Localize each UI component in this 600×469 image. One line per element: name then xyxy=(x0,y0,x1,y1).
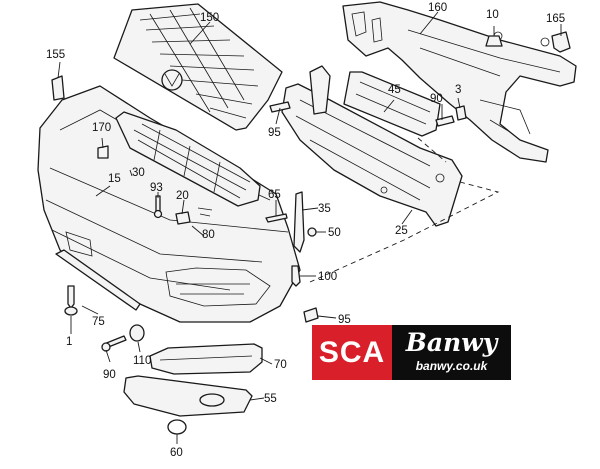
callout-70: 70 xyxy=(274,359,287,371)
guide-45 xyxy=(343,71,441,137)
callout-95a: 95 xyxy=(268,127,281,139)
nut-50 xyxy=(307,227,317,237)
callout-55: 55 xyxy=(264,393,277,405)
banwy-logo: Banwy banwy.co.uk xyxy=(392,325,511,380)
clip-10 xyxy=(485,35,503,47)
callout-160: 160 xyxy=(428,2,447,14)
callout-150: 150 xyxy=(200,12,219,24)
callout-90a: 90 xyxy=(430,93,443,105)
callout-labels: 150 160 10 165 155 45 90 3 170 95 30 15 … xyxy=(46,2,565,459)
sca-logo: SCA xyxy=(312,325,392,380)
callout-60: 60 xyxy=(170,447,183,459)
lower-grille xyxy=(115,111,261,207)
leader-lines xyxy=(57,11,562,444)
callout-20: 20 xyxy=(176,190,189,202)
bracket-155 xyxy=(51,75,65,101)
spoiler-trim xyxy=(55,249,141,311)
callout-155: 155 xyxy=(46,49,65,61)
screw-95b xyxy=(303,307,319,323)
callout-50: 50 xyxy=(328,227,341,239)
bracket-35 xyxy=(293,191,305,253)
callout-1: 1 xyxy=(66,336,72,348)
screw-90a xyxy=(435,115,455,127)
callout-25: 25 xyxy=(395,225,408,237)
clip-3 xyxy=(455,105,467,121)
callout-10: 10 xyxy=(486,9,499,21)
screw-93 xyxy=(155,195,161,213)
callout-165: 165 xyxy=(546,13,565,25)
radiator-grille xyxy=(113,3,283,131)
bracket-165 xyxy=(551,31,571,53)
callout-30: 30 xyxy=(132,167,145,179)
callout-35: 35 xyxy=(318,203,331,215)
screw-95a xyxy=(269,101,291,113)
assembly-line-2 xyxy=(417,137,447,163)
impact-beam xyxy=(281,65,463,227)
callout-110: 110 xyxy=(133,355,151,367)
callout-65: 65 xyxy=(268,189,281,201)
callout-75: 75 xyxy=(92,316,105,328)
callout-95b: 95 xyxy=(338,314,351,326)
fog-lamp-grille xyxy=(149,343,263,375)
callout-93: 93 xyxy=(150,182,163,194)
callout-3: 3 xyxy=(455,84,461,96)
hardware xyxy=(51,75,467,435)
callout-45: 45 xyxy=(388,84,401,96)
callout-15: 15 xyxy=(108,173,121,185)
callout-90b: 90 xyxy=(103,369,116,381)
sca-banwy-logo: SCA Banwy banwy.co.uk xyxy=(312,325,511,380)
callout-100: 100 xyxy=(318,271,337,283)
lower-trim-panel xyxy=(123,375,253,417)
screw-1 xyxy=(67,285,75,309)
ring-60 xyxy=(167,419,187,435)
banwy-logo-name: Banwy xyxy=(405,328,498,357)
bumper-cover xyxy=(37,85,301,323)
nut-110 xyxy=(129,324,145,342)
callout-80: 80 xyxy=(202,229,215,241)
screw-100 xyxy=(291,265,301,287)
callout-170: 170 xyxy=(92,122,111,134)
clip-20 xyxy=(175,211,191,225)
banwy-logo-url: banwy.co.uk xyxy=(415,359,488,373)
clip-170 xyxy=(97,145,109,159)
bolt-65 xyxy=(265,213,288,223)
assembly-line-1 xyxy=(309,181,500,283)
